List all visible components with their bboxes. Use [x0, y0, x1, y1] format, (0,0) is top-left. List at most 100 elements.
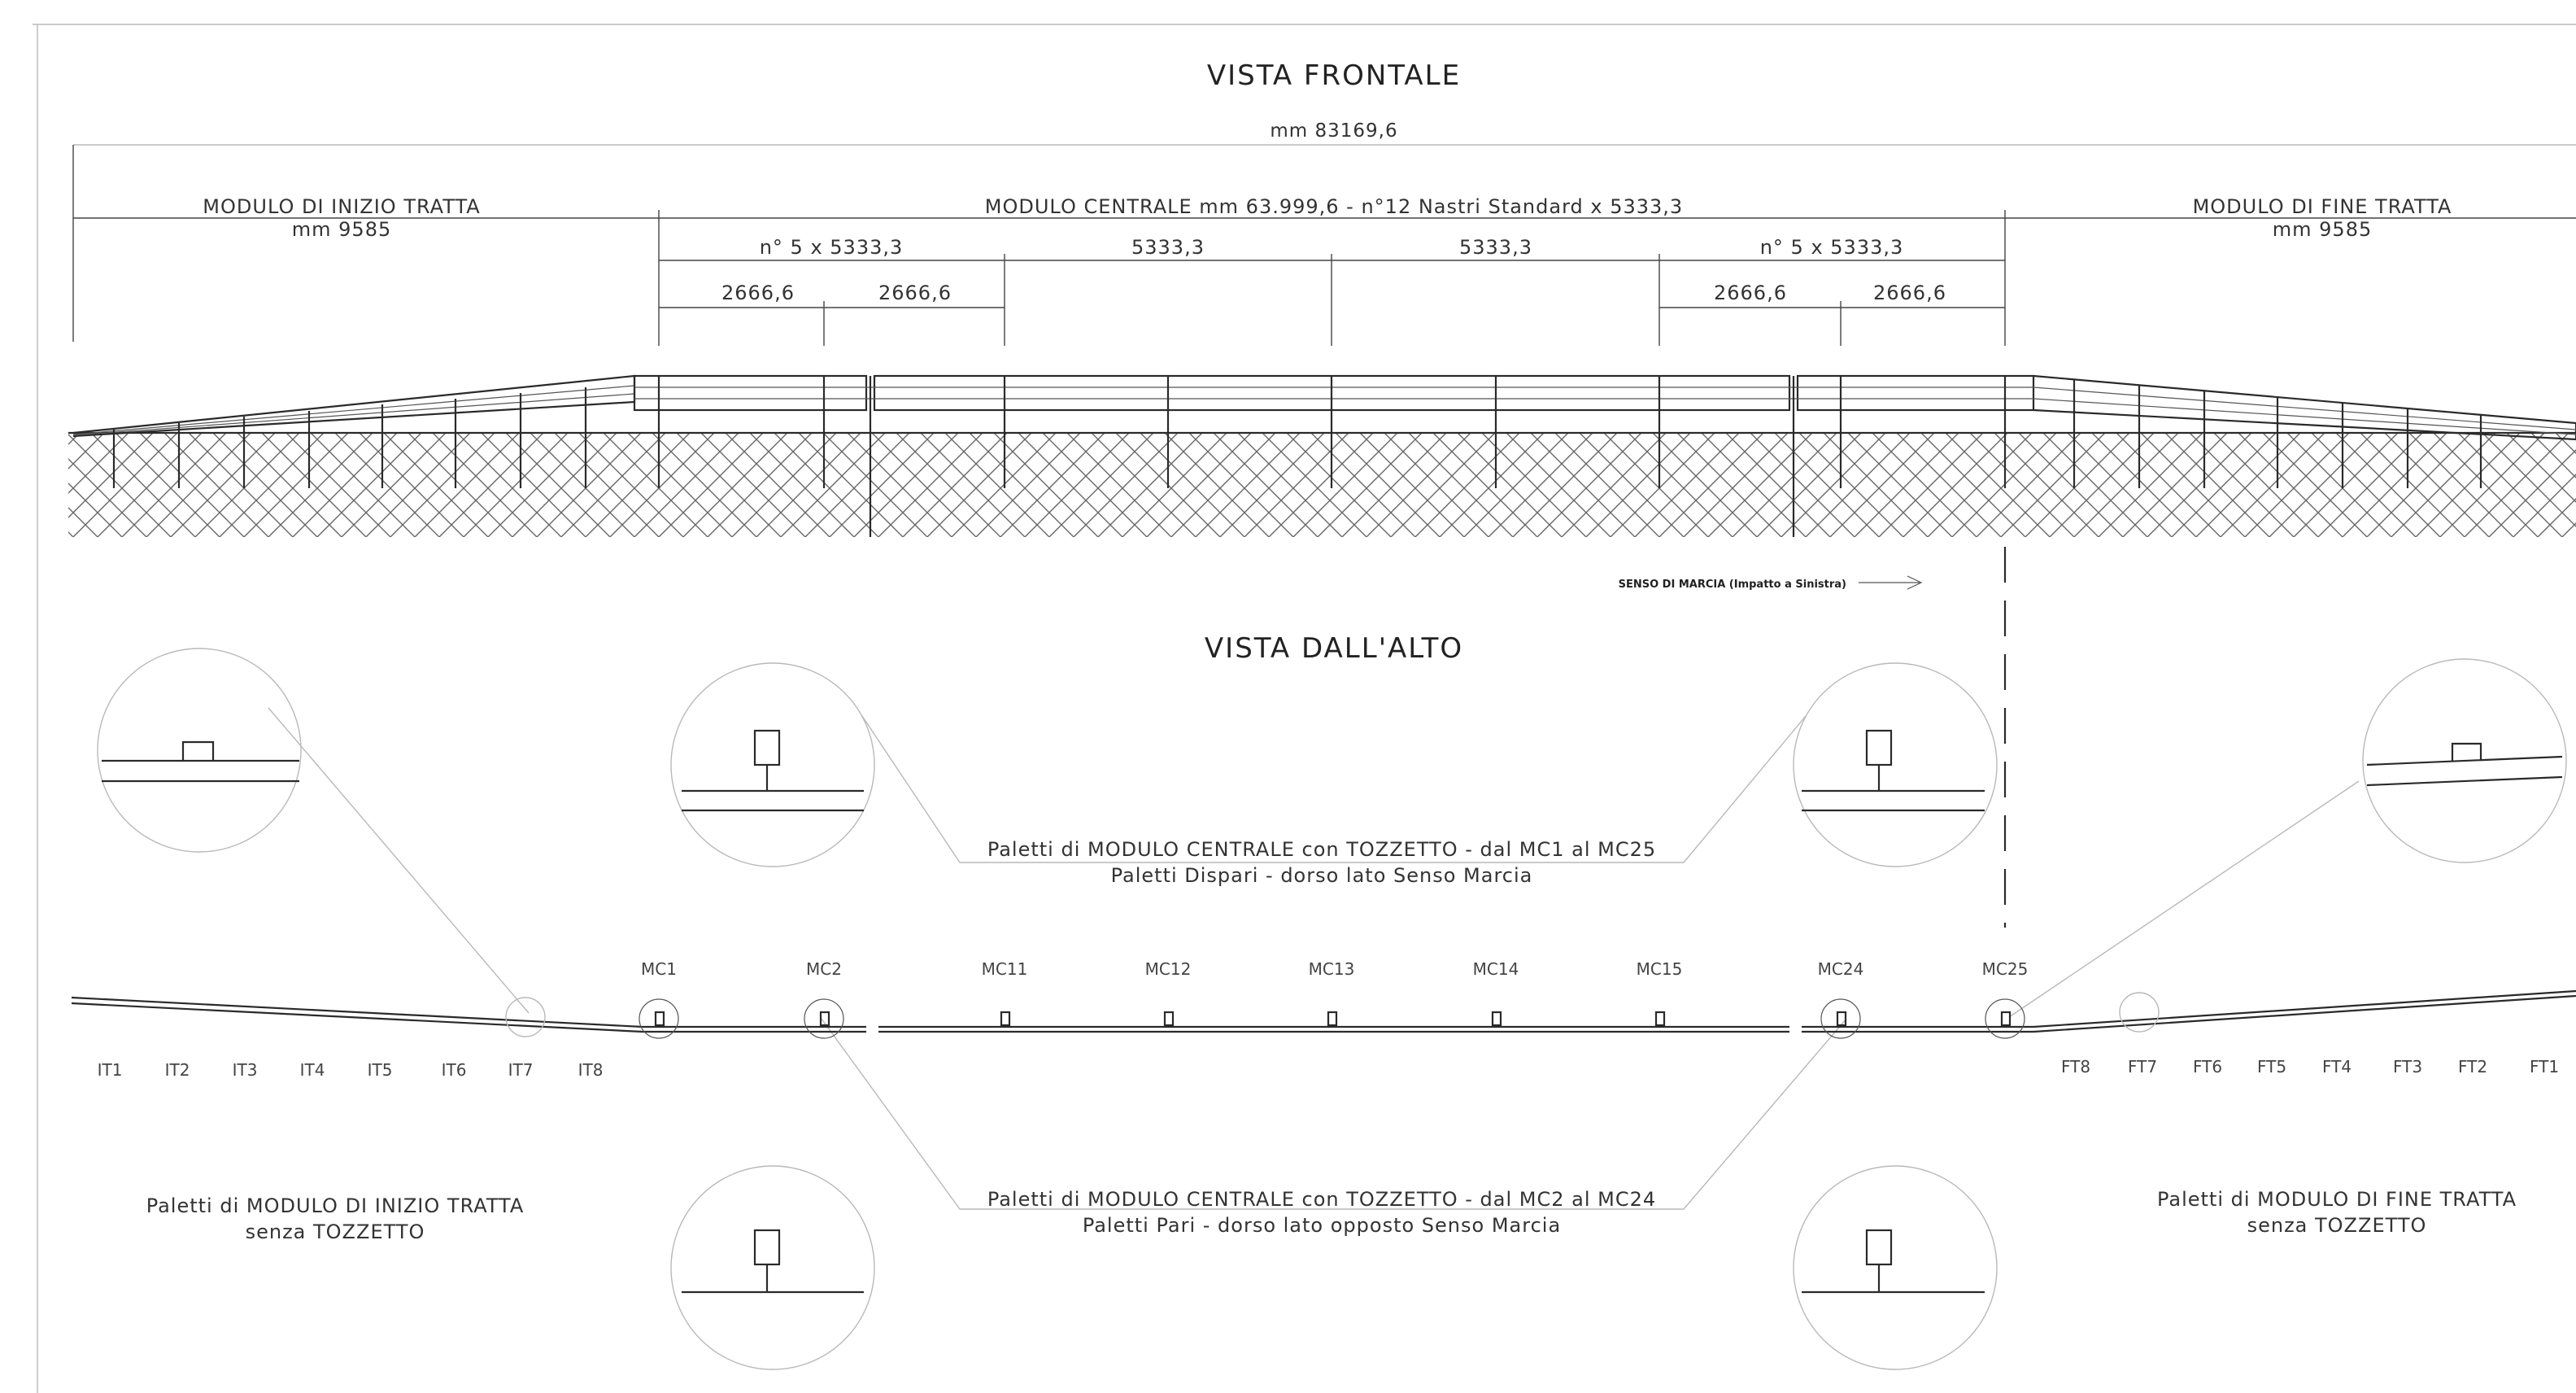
- ft-label: FT3: [2393, 1057, 2422, 1076]
- dimension-row2-a: 2666,6: [721, 282, 795, 304]
- post-top-mc24: [1836, 1011, 1847, 1027]
- ft-label: FT2: [2458, 1057, 2487, 1076]
- post-top-mc14: [1491, 1011, 1502, 1027]
- it-label: IT3: [233, 1060, 258, 1080]
- top-rail-end: [2033, 989, 2576, 1033]
- it-label: IT7: [508, 1060, 534, 1080]
- detail-mc1-rail: [682, 789, 864, 812]
- post-top-mc13: [1327, 1011, 1338, 1027]
- direction-arrow-icon: [1859, 575, 1923, 590]
- post-highlight-mc25: [1985, 998, 2025, 1039]
- dimension-row2-d: 2666,6: [1873, 282, 1946, 304]
- callout-end-line2: senza TOZZETTO: [2247, 1214, 2427, 1237]
- detail-circle-end: [2362, 658, 2567, 863]
- it-label: IT4: [300, 1060, 325, 1080]
- start-module-name: MODULO DI INIZIO TRATTA: [203, 195, 480, 218]
- dimension-row2-b: 2666,6: [878, 282, 952, 304]
- title-front-view: VISTA FRONTALE: [1207, 59, 1461, 92]
- ground-soil-hatch: [68, 433, 2576, 537]
- leader-lines-lower: [821, 1018, 1847, 1210]
- front-posts: [112, 376, 2482, 488]
- rail-segment-1: [633, 374, 868, 412]
- top-rail-start: [71, 996, 643, 1033]
- detail-mc25-post: [1865, 729, 1893, 766]
- dimension-row2-c: 2666,6: [1714, 282, 1787, 304]
- rail-end-grooves: [2033, 386, 2576, 435]
- detail-mc25-rail: [1802, 789, 1985, 812]
- it-labels: IT1 IT2 IT3 IT4 IT5 IT6 IT7 IT8: [98, 1060, 604, 1080]
- dimension-row1-d: n° 5 x 5333,3: [1760, 236, 1904, 259]
- title-top-view: VISTA DALL'ALTO: [1205, 632, 1463, 665]
- post-top-mc2: [819, 1011, 830, 1027]
- post-top-mc12: [1163, 1011, 1175, 1027]
- detail-mc1-post: [753, 729, 781, 766]
- callout-end-line1: Paletti di MODULO DI FINE TRATTA: [2157, 1188, 2517, 1211]
- start-module-length: mm 9585: [292, 218, 391, 241]
- post-top-mc1: [654, 1011, 665, 1027]
- callout-central-even-line1: Paletti di MODULO CENTRALE con TOZZETTO …: [987, 1188, 1656, 1211]
- top-rail-mc-a: [643, 1025, 866, 1033]
- detail-mc24-post: [1865, 1229, 1893, 1266]
- mc-label-mc13: MC13: [1309, 959, 1355, 979]
- post-highlight-mc2: [804, 998, 844, 1039]
- post-top-mc11: [1000, 1011, 1011, 1027]
- total-length-label: mm 83169,6: [1270, 120, 1397, 142]
- it-label: IT8: [578, 1060, 604, 1080]
- detail-end-post: [2451, 742, 2482, 762]
- callout-central-odd-line2: Paletti Dispari - dorso lato Senso Marci…: [1111, 864, 1533, 887]
- mc-label-mc11: MC11: [982, 959, 1028, 979]
- it-label: IT5: [368, 1060, 393, 1080]
- callout-central-even-line2: Paletti Pari - dorso lato opposto Senso …: [1083, 1214, 1561, 1237]
- top-rail-mc-b: [878, 1025, 1789, 1033]
- end-module-name: MODULO DI FINE TRATTA: [2193, 195, 2452, 218]
- post-top-mc15: [1654, 1011, 1666, 1027]
- detail-start-rail: [102, 759, 299, 783]
- post-highlight-it7: [505, 997, 546, 1037]
- ft-label: FT4: [2322, 1057, 2352, 1076]
- detail-start-post: [181, 740, 215, 761]
- top-rail-mc-c: [1802, 1025, 2033, 1033]
- post-highlight-mc24: [1820, 998, 1861, 1039]
- detail-circle-mc2: [670, 1165, 875, 1370]
- mc-label-mc25: MC25: [1982, 959, 2029, 979]
- it-label: IT2: [165, 1060, 190, 1080]
- detail-circle-mc24: [1793, 1165, 1998, 1370]
- ft-label: FT1: [2530, 1057, 2559, 1076]
- post-highlight-ft7: [2119, 992, 2160, 1033]
- mc-labels: MC1 MC2 MC11 MC12 MC13 MC14 MC15 MC24 MC…: [641, 959, 2028, 979]
- mc-label-mc24: MC24: [1818, 959, 1864, 979]
- leader-lines-upper: [268, 707, 1807, 1014]
- rail-segment-3: [1796, 374, 2035, 412]
- detail-circle-mc25: [1793, 662, 1998, 867]
- callout-start-line1: Paletti di MODULO DI INIZIO TRATTA: [146, 1194, 525, 1217]
- mc-label-mc1: MC1: [641, 959, 677, 979]
- callout-start-line2: senza TOZZETTO: [246, 1221, 425, 1243]
- it-label: IT1: [98, 1060, 123, 1080]
- top-posts: [654, 1011, 2012, 1027]
- ft-label: FT8: [2061, 1057, 2090, 1076]
- mc-label-mc12: MC12: [1145, 959, 1192, 979]
- ft-label: FT6: [2193, 1057, 2222, 1076]
- detail-mc2-post: [753, 1229, 781, 1266]
- detail-circle-mc1: [670, 662, 875, 867]
- detail-end-rail: [2366, 755, 2563, 787]
- mc-label-mc15: MC15: [1637, 959, 1683, 979]
- rail-end-sloped: [2033, 374, 2576, 441]
- callout-central-odd-line1: Paletti di MODULO CENTRALE con TOZZETTO …: [987, 838, 1656, 861]
- dimension-row1-b: 5333,3: [1131, 236, 1205, 259]
- central-module-label: MODULO CENTRALE mm 63.999,6 - n°12 Nastr…: [985, 195, 1683, 218]
- dimension-row1-c: 5333,3: [1459, 236, 1532, 259]
- direction-of-travel-label: SENSO DI MARCIA (Impatto a Sinistra): [1619, 579, 1846, 591]
- post-highlight-mc1: [639, 998, 679, 1039]
- it-label: IT6: [442, 1060, 467, 1080]
- ft-labels: FT8 FT7 FT6 FT5 FT4 FT3 FT2 FT1: [2061, 1057, 2559, 1076]
- dimension-row1-a: n° 5 x 5333,3: [760, 236, 904, 259]
- detail-circle-start: [97, 648, 302, 853]
- mc-label-mc2: MC2: [806, 959, 842, 979]
- end-module-length: mm 9585: [2273, 218, 2372, 241]
- post-top-mc25: [2000, 1011, 2012, 1027]
- mc-label-mc14: MC14: [1473, 959, 1519, 979]
- rail-start-grooves: [72, 385, 635, 436]
